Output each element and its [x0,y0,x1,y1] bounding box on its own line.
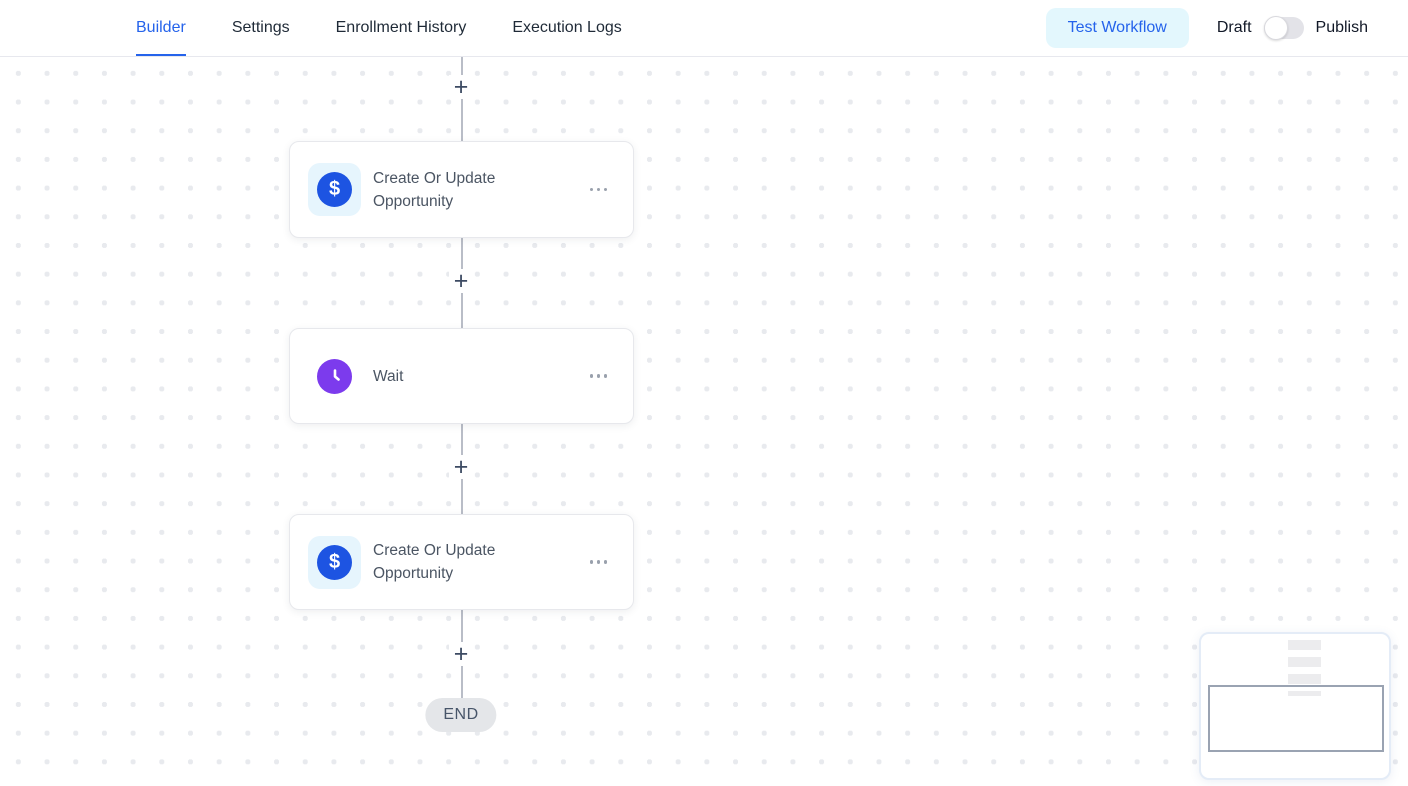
tab-enrollment-history[interactable]: Enrollment History [335,19,467,36]
opportunity-icon-badge: $ [308,163,361,216]
add-step-button-1[interactable]: + [449,74,473,99]
publish-toggle[interactable] [1263,16,1304,40]
top-navbar: Builder Settings Enrollment History Exec… [0,0,1408,57]
dollar-icon: $ [317,172,352,207]
opportunity-icon-badge: $ [308,535,361,589]
add-step-button-3[interactable]: + [449,454,473,479]
workflow-node-create-or-update-opportunity-1[interactable]: $ Create Or Update Opportunity [289,141,634,238]
draft-label: Draft [1216,19,1252,36]
workflow-tabs: Builder Settings Enrollment History Exec… [136,0,622,56]
test-workflow-button[interactable]: Test Workflow [1045,8,1189,48]
node-title: Create Or Update Opportunity [373,542,496,582]
add-step-button-2[interactable]: + [449,268,473,293]
publish-label: Publish [1315,19,1368,36]
node-menu-icon[interactable] [588,368,610,384]
node-title: Create Or Update Opportunity [373,169,496,210]
header-actions: Test Workflow Draft Publish [1045,0,1368,56]
node-menu-icon[interactable] [588,182,610,198]
tab-builder[interactable]: Builder [136,0,186,56]
canvas-minimap[interactable] [1199,632,1391,780]
tab-settings[interactable]: Settings [231,19,290,36]
workflow-end-node: END [425,698,497,732]
tab-execution-logs[interactable]: Execution Logs [512,19,622,36]
minimap-viewport[interactable] [1208,685,1384,752]
clock-icon [317,358,352,394]
workflow-node-wait[interactable]: Wait [289,328,634,424]
node-menu-icon[interactable] [588,554,610,570]
minimap-node-markers [1288,640,1321,696]
workflow-canvas[interactable]: + $ Create Or Update Opportunity + Wait … [0,57,1408,786]
workflow-node-create-or-update-opportunity-2[interactable]: $ Create Or Update Opportunity [289,514,634,610]
add-step-button-4[interactable]: + [449,641,473,666]
node-title: Wait [373,367,404,385]
publish-toggle-group: Draft Publish [1216,16,1368,40]
wait-icon-badge [308,350,361,403]
publish-toggle-knob[interactable] [1263,16,1288,40]
dollar-icon: $ [317,544,352,580]
